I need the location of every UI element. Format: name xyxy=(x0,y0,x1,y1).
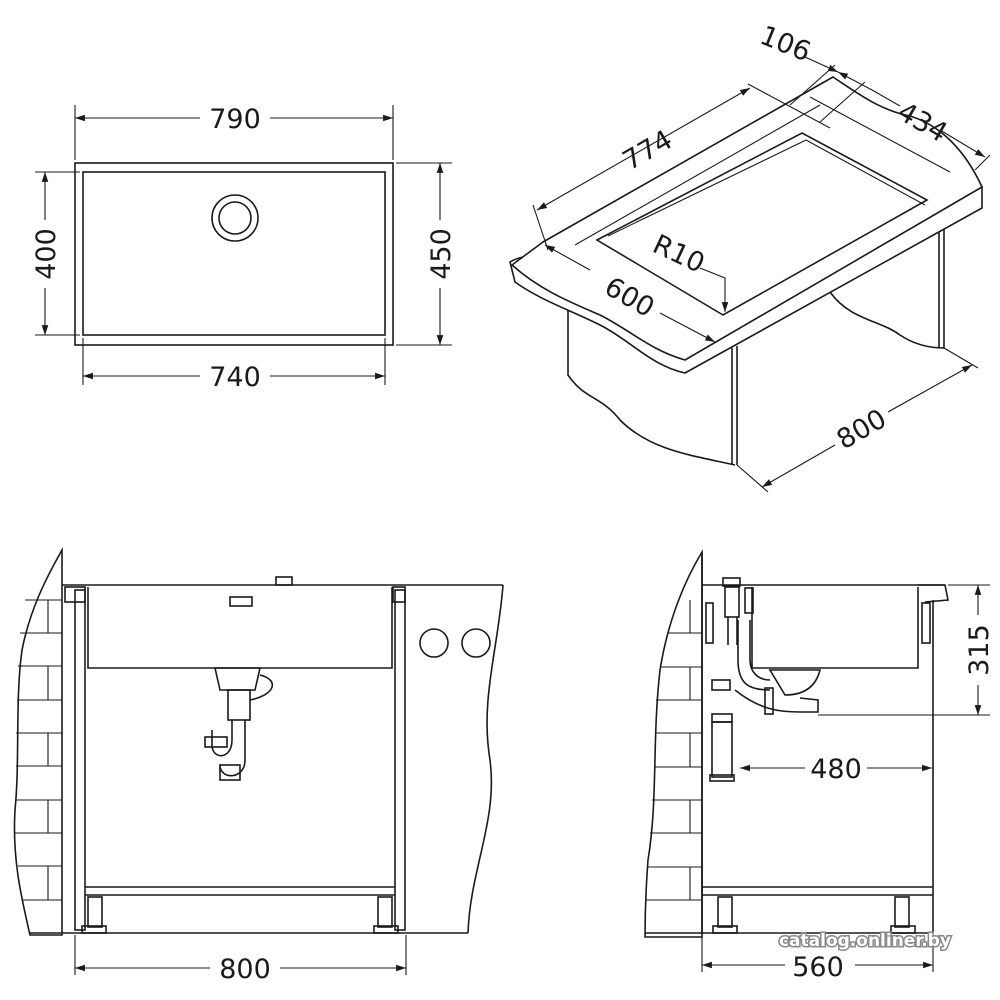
dim-106: 106 xyxy=(755,20,814,68)
outlet-hole-icon xyxy=(461,628,491,658)
dim-774: 774 xyxy=(618,124,678,177)
dim-740: 740 xyxy=(209,362,261,393)
side-view: 315 480 560 xyxy=(644,549,995,983)
front-view: 800 xyxy=(13,546,504,985)
wall xyxy=(13,546,63,936)
dim-315: 315 xyxy=(964,624,995,676)
drain-inner-icon xyxy=(218,201,252,235)
wall-bricks xyxy=(646,600,702,901)
outlet-hole-icon xyxy=(419,628,449,658)
sink-outer-outline xyxy=(74,162,394,346)
sink-bowl-front xyxy=(87,587,393,669)
cabinet-left-side xyxy=(567,310,736,466)
wall-bricks xyxy=(14,599,62,901)
watermark: catalog.onliner.by xyxy=(779,931,951,951)
drain-outer-icon xyxy=(211,194,259,242)
dim-400: 400 xyxy=(31,228,62,280)
sink-bowl-outline xyxy=(82,171,386,336)
plan-view: 790 740 400 450 xyxy=(30,102,457,393)
dim-480: 480 xyxy=(810,754,862,785)
dim-800-front: 800 xyxy=(219,954,271,985)
dim-560: 560 xyxy=(792,952,844,983)
dim-800-iso: 800 xyxy=(832,403,892,456)
isometric-view: 774 106 434 R10 600 800 xyxy=(509,20,991,493)
sink-bowl-side xyxy=(751,587,919,669)
wall xyxy=(644,549,703,938)
dim-450: 450 xyxy=(426,228,457,280)
dim-790: 790 xyxy=(209,104,261,135)
